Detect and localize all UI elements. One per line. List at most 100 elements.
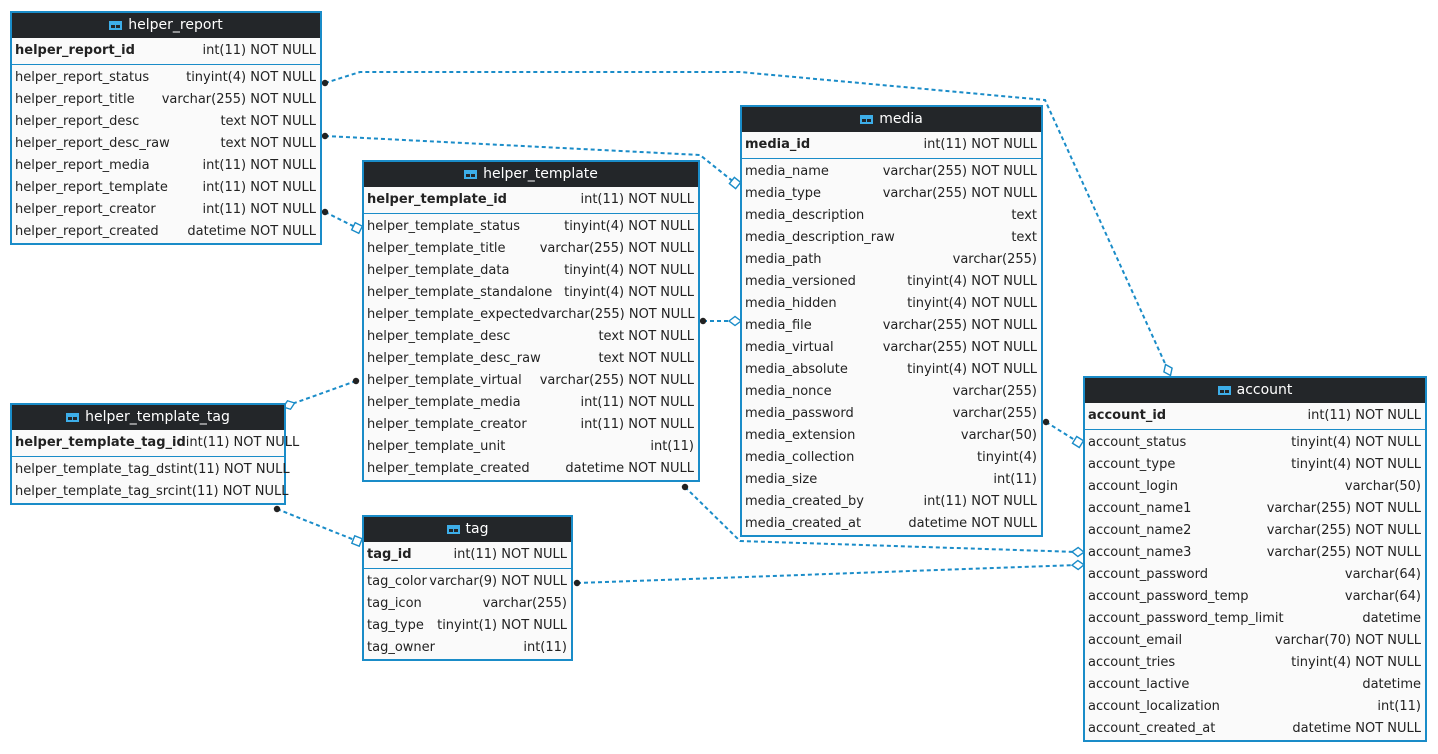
column-type: varchar(255) NOT NULL — [1266, 545, 1421, 560]
column-name: account_lactive — [1088, 677, 1190, 692]
table-header[interactable]: tag — [364, 517, 571, 542]
table-icon — [860, 115, 874, 124]
table-header[interactable]: helper_template — [364, 162, 698, 187]
column-name: helper_report_created — [15, 224, 159, 239]
relationship-line[interactable] — [324, 211, 358, 229]
column-name: tag_owner — [367, 640, 435, 655]
column-row[interactable]: helper_report_created datetime NOT NULL — [12, 221, 320, 243]
relationship-line[interactable] — [576, 564, 1079, 584]
relationship-line[interactable] — [288, 380, 357, 406]
relationship-line[interactable] — [276, 508, 358, 542]
column-name: helper_report_id — [15, 43, 135, 58]
column-type: varchar(70) NOT NULL — [1275, 633, 1421, 648]
column-name: media_password — [745, 406, 854, 421]
column-name: account_localization — [1088, 699, 1220, 714]
table-header[interactable]: media — [742, 107, 1041, 132]
column-name: media_hidden — [745, 296, 837, 311]
column-type: text NOT NULL — [220, 136, 316, 151]
column-type: varchar(255) NOT NULL — [539, 373, 694, 388]
column-name: helper_template_created — [367, 461, 530, 476]
column-name: tag_color — [367, 574, 427, 589]
relationship-line[interactable] — [1045, 421, 1079, 443]
column-type: int(11) NOT NULL — [923, 137, 1037, 152]
column-type: datetime NOT NULL — [187, 224, 316, 239]
column-type: varchar(255) — [952, 384, 1037, 399]
table-header[interactable]: helper_report — [12, 13, 320, 38]
table-header[interactable]: account — [1085, 378, 1425, 403]
column-type: tinyint(4) NOT NULL — [1291, 435, 1421, 450]
column-name: helper_report_creator — [15, 202, 156, 217]
column-type: varchar(255) — [482, 596, 567, 611]
table-header[interactable]: helper_template_tag — [12, 405, 284, 430]
